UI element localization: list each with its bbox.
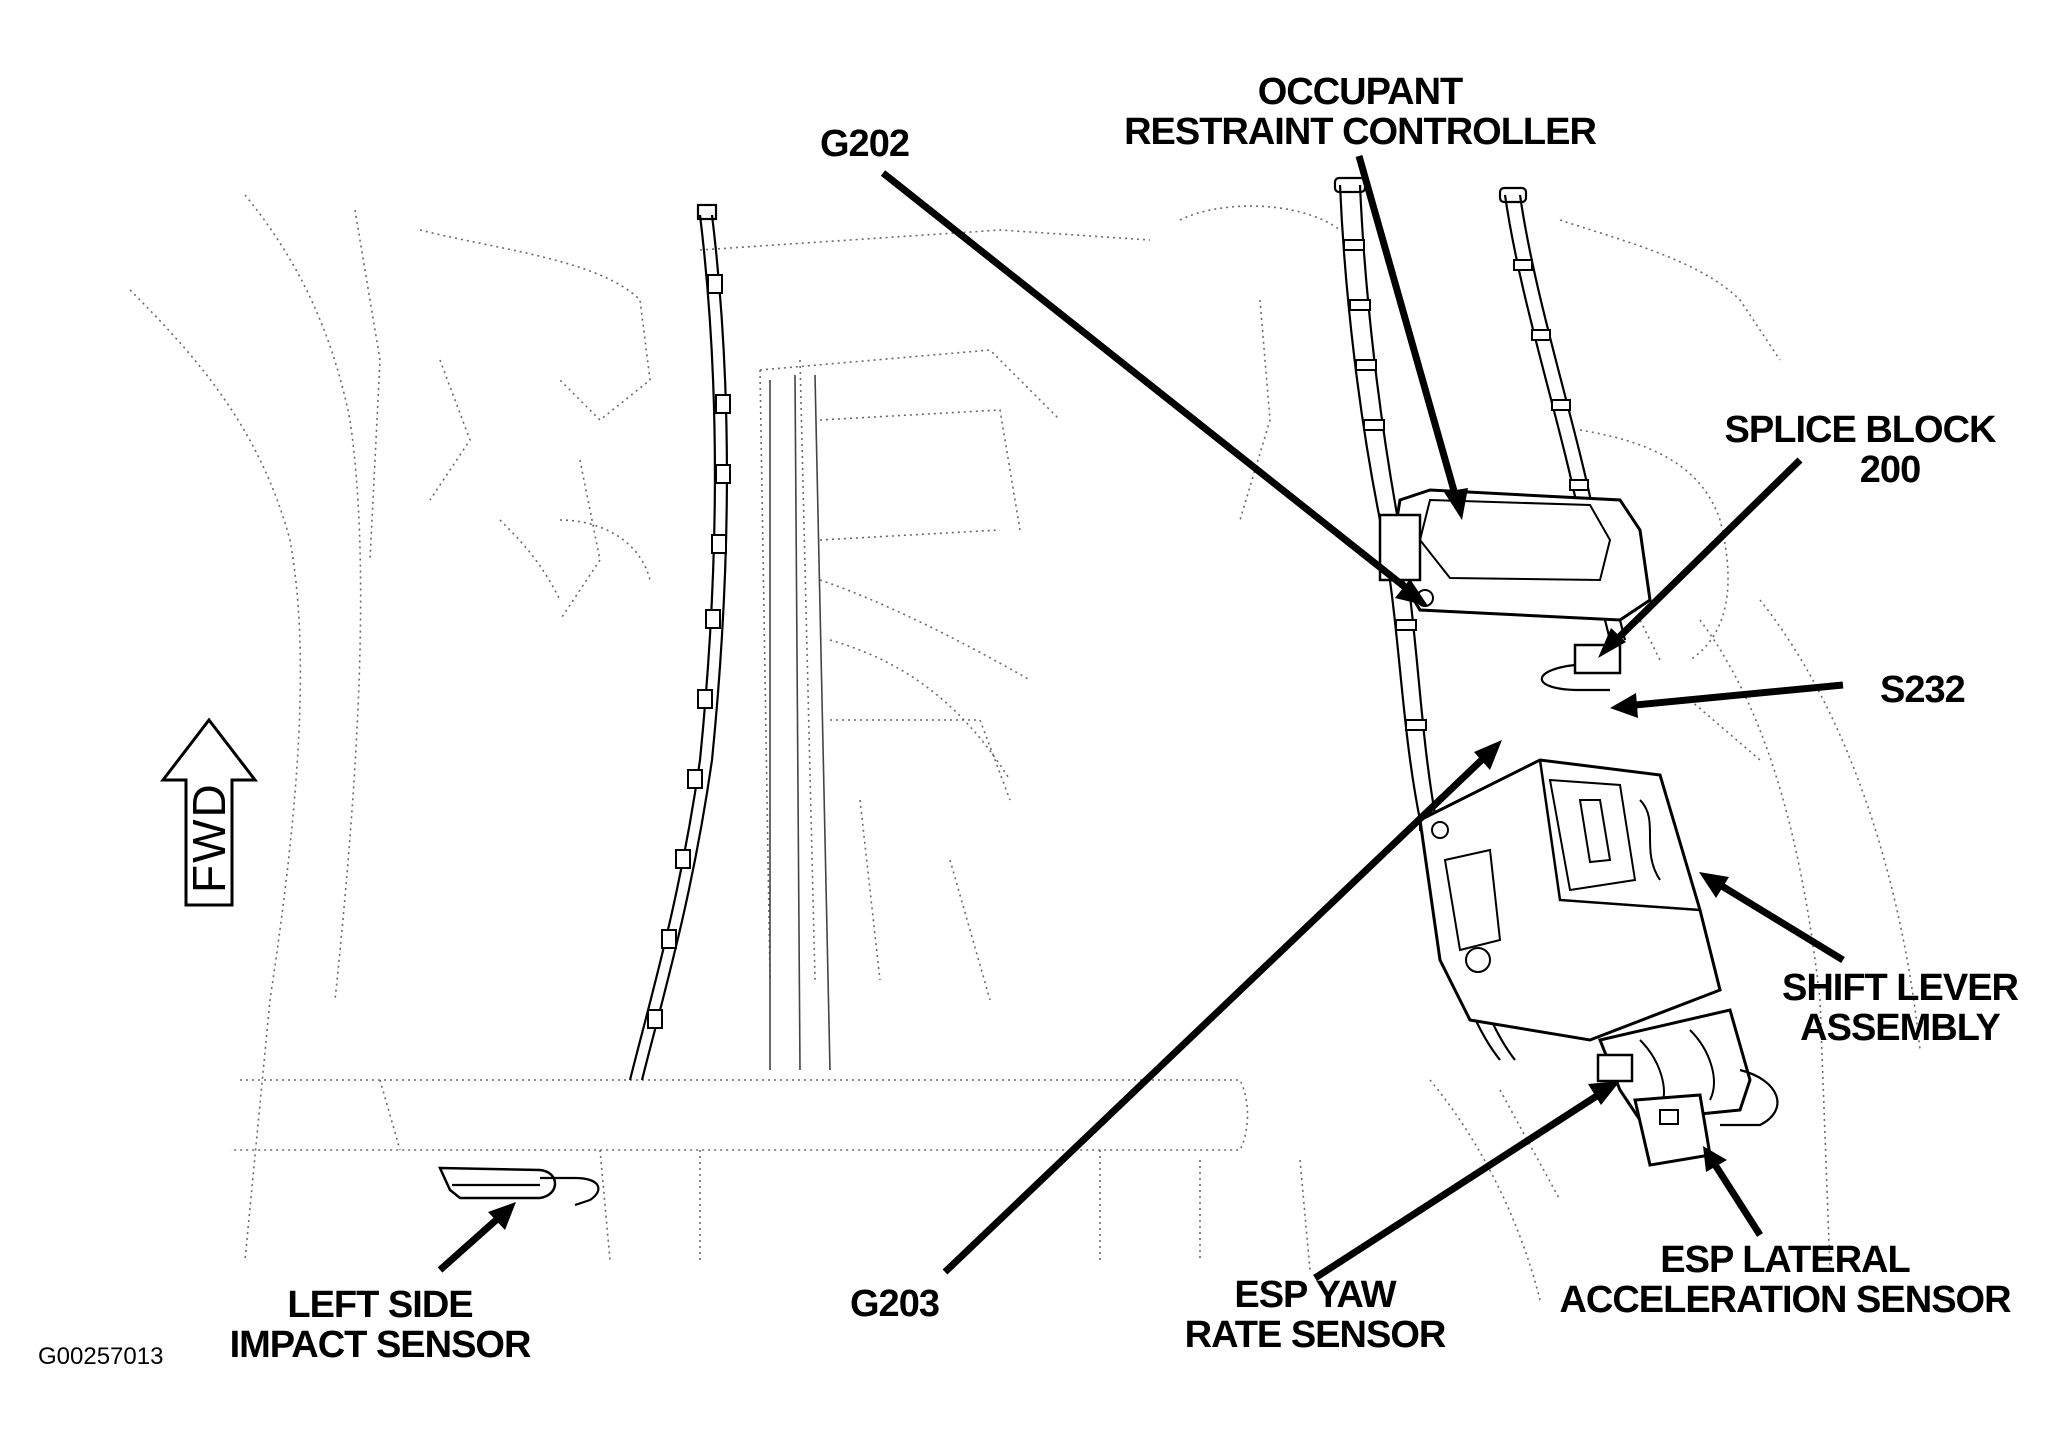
- shift-lever-assembly-label: SHIFT LEVER ASSEMBLY: [1760, 968, 2040, 1048]
- vehicle-body-outline: [129, 194, 1921, 1301]
- splice-block-200-line-2: 200: [1859, 449, 1921, 491]
- g203-label: G203: [850, 1283, 940, 1325]
- shift-lever-assembly-line-2: ASSEMBLY: [1800, 1007, 2001, 1049]
- shift-lever-assembly-part: [1418, 758, 1722, 1042]
- leader-lines: [437, 155, 1845, 1281]
- occupant-restraint-controller-line-1: OCCUPANT: [1257, 71, 1464, 113]
- occupant-restraint-controller-line-2: RESTRAINT CONTROLLER: [1124, 111, 1597, 153]
- floor-pan-rails: [769, 374, 831, 1071]
- occupant-restraint-controller-module: [1378, 488, 1652, 622]
- esp-lateral-acceleration-sensor-line-1: ESP LATERAL: [1660, 1239, 1910, 1281]
- splice-block-200-line-1: SPLICE BLOCK: [1724, 409, 1997, 451]
- left-side-impact-sensor-line-2: IMPACT SENSOR: [229, 1324, 532, 1366]
- esp-sensor-bracket: [1596, 1008, 1779, 1167]
- splice-block-200-label: SPLICE BLOCK 200: [1710, 410, 2010, 490]
- fwd-label: FWD: [183, 782, 235, 893]
- occupant-restraint-controller-label: OCCUPANT RESTRAINT CONTROLLER: [1100, 72, 1620, 152]
- shift-lever-assembly-line-1: SHIFT LEVER: [1781, 967, 2019, 1009]
- left-side-impact-sensor-line-1: LEFT SIDE: [287, 1284, 473, 1326]
- console-harness-right: [1498, 186, 1627, 641]
- g202-label: G202: [820, 123, 910, 165]
- esp-lateral-acceleration-sensor-label: ESP LATERAL ACCELERATION SENSOR: [1535, 1240, 2035, 1320]
- left-side-impact-sensor-part: [438, 1166, 600, 1207]
- esp-yaw-rate-sensor-line-2: RATE SENSOR: [1184, 1314, 1447, 1356]
- esp-yaw-rate-sensor-line-1: ESP YAW: [1234, 1274, 1396, 1316]
- left-side-harness: [628, 203, 731, 1081]
- esp-yaw-rate-sensor-label: ESP YAW RATE SENSOR: [1170, 1275, 1460, 1355]
- s232-label: S232: [1880, 669, 1966, 711]
- forward-arrow-icon: [159, 717, 259, 907]
- esp-lateral-acceleration-sensor-line-2: ACCELERATION SENSOR: [1559, 1279, 2011, 1321]
- left-side-impact-sensor-label: LEFT SIDE IMPACT SENSOR: [210, 1285, 550, 1365]
- figure-id: G00257013: [38, 1343, 164, 1370]
